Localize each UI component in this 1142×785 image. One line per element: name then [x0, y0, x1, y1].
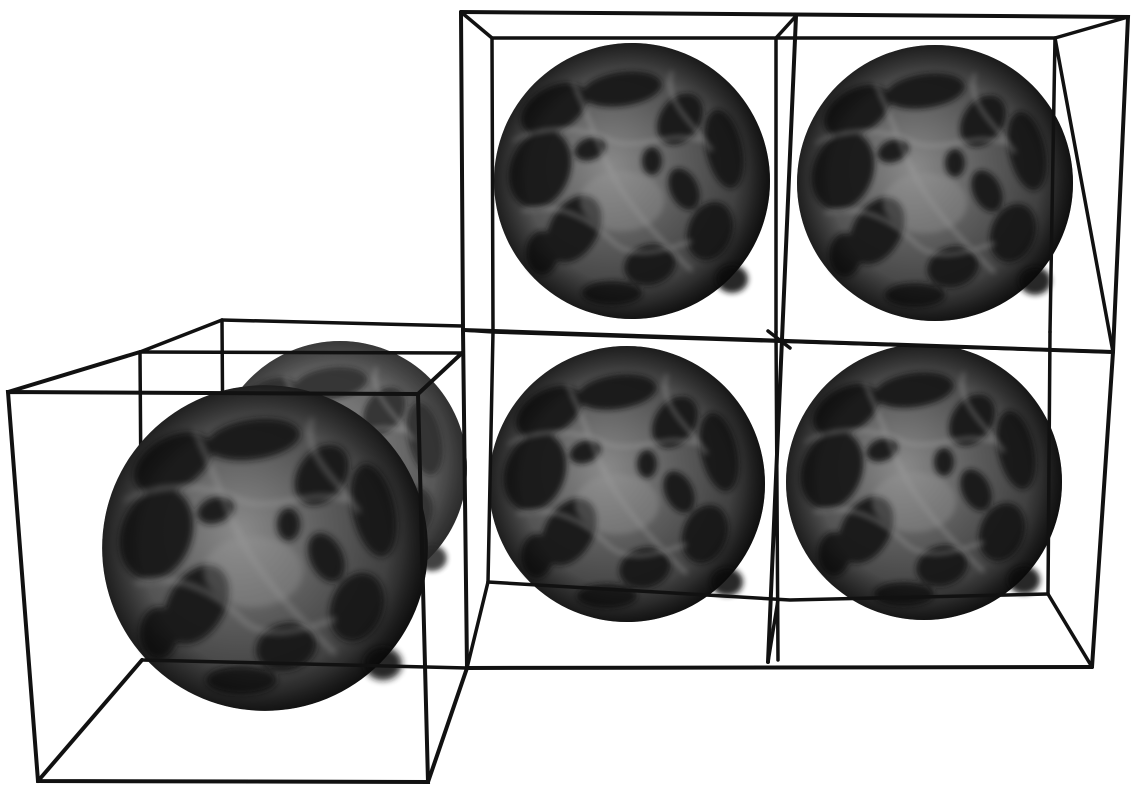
grid-sphere-bottom-right	[786, 344, 1062, 620]
grid-sphere-top-right	[797, 45, 1073, 321]
grid-sphere-bottom-left	[489, 346, 765, 622]
grid-sphere-top-left	[494, 43, 770, 319]
